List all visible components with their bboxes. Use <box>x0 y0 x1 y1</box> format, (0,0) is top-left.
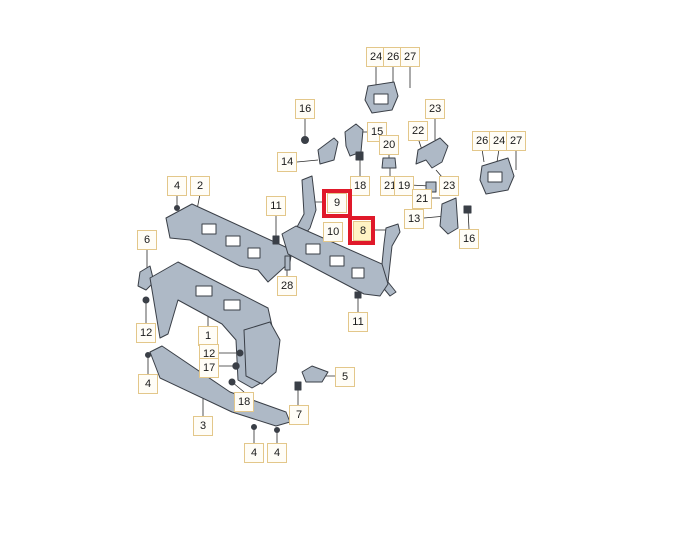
callout-19: 19 <box>394 176 415 196</box>
highlight-box-9 <box>322 189 352 218</box>
callout-4-left: 4 <box>138 374 158 394</box>
callout-10: 10 <box>323 222 344 242</box>
callout-3: 3 <box>193 416 213 436</box>
callout-16: 16 <box>295 99 316 119</box>
callout-1: 1 <box>198 326 218 346</box>
callout-23: 23 <box>425 99 446 119</box>
callout-11: 11 <box>266 196 286 216</box>
callout-7: 7 <box>289 405 309 425</box>
callout-28: 28 <box>277 276 298 296</box>
callout-16-right: 16 <box>459 229 480 249</box>
callout-18-lower: 18 <box>234 392 255 412</box>
callout-17: 17 <box>199 358 220 378</box>
callout-4-top: 4 <box>167 176 187 196</box>
callout-23-lower: 23 <box>439 176 460 196</box>
callout-24: 24 <box>366 47 387 67</box>
callout-20: 20 <box>379 135 400 155</box>
highlight-box-8 <box>348 216 375 245</box>
callout-9: 9 <box>327 193 347 213</box>
callout-14: 14 <box>277 152 298 172</box>
callout-27-right: 27 <box>506 131 527 151</box>
callout-27: 27 <box>400 47 421 67</box>
callout-8: 8 <box>353 221 373 241</box>
callout-13: 13 <box>404 209 425 229</box>
callout-26-right: 26 <box>472 131 493 151</box>
callout-4-bottom-right: 4 <box>267 443 287 463</box>
callout-2: 2 <box>190 176 210 196</box>
callout-26: 26 <box>383 47 404 67</box>
callout-22: 22 <box>408 121 429 141</box>
callout-21-lower: 21 <box>412 189 433 209</box>
callout-4-bottom-left: 4 <box>244 443 264 463</box>
callout-11-lower: 11 <box>348 312 368 332</box>
callout-6: 6 <box>137 230 157 250</box>
callout-5: 5 <box>335 367 355 387</box>
callout-18: 18 <box>350 176 371 196</box>
parts-group <box>137 81 515 433</box>
callout-24-right: 24 <box>489 131 510 151</box>
callout-12-left: 12 <box>136 323 157 343</box>
